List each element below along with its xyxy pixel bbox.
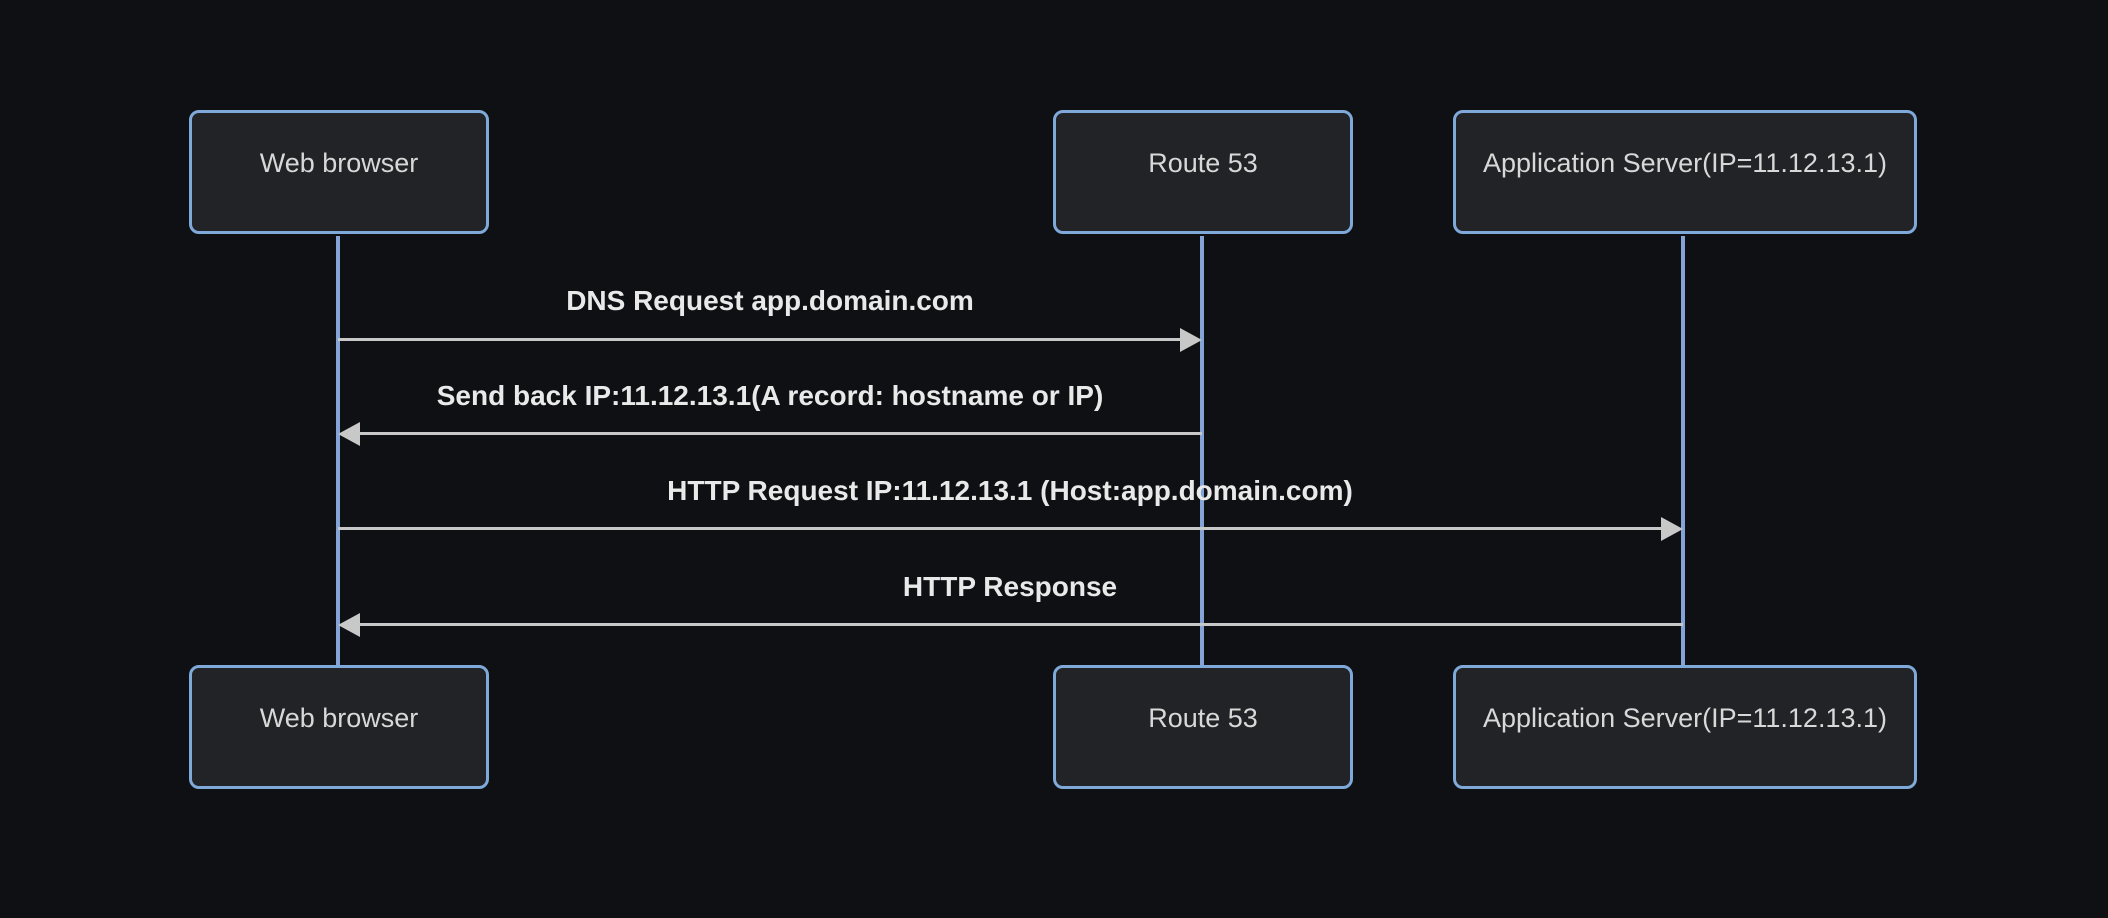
actor-box-top-route-53: Route 53 (1053, 110, 1353, 234)
lifeline-web-browser (336, 236, 340, 668)
message-label: HTTP Response (902, 571, 1118, 602)
actor-box-top-web-browser: Web browser (189, 110, 489, 234)
message-label: HTTP Request IP:11.12.13.1 (Host:app.dom… (667, 475, 1353, 506)
lifeline-app-server (1681, 236, 1685, 668)
actor-box-bottom-route-53: Route 53 (1053, 665, 1353, 789)
arrowhead-right-icon (1661, 517, 1683, 541)
message-label: DNS Request app.domain.com (566, 285, 974, 316)
actor-box-top-app-server: Application Server(IP=11.12.13.1) (1453, 110, 1917, 234)
actor-label: Application Server(IP=11.12.13.1) (1483, 147, 1887, 178)
lifeline-route-53 (1200, 236, 1204, 668)
actor-box-bottom-web-browser: Web browser (189, 665, 489, 789)
arrowhead-right-icon (1180, 328, 1202, 352)
arrowhead-left-icon (338, 613, 360, 637)
actor-label: Application Server(IP=11.12.13.1) (1483, 702, 1887, 733)
message-line (360, 432, 1202, 435)
message-line (338, 338, 1182, 341)
actor-label: Web browser (259, 147, 419, 178)
actor-label: Route 53 (1148, 702, 1258, 733)
message-line (360, 623, 1683, 626)
arrowhead-left-icon (338, 422, 360, 446)
message-label: Send back IP:11.12.13.1(A record: hostna… (436, 380, 1104, 411)
actor-label: Web browser (259, 702, 419, 733)
actor-box-bottom-app-server: Application Server(IP=11.12.13.1) (1453, 665, 1917, 789)
message-line (338, 527, 1661, 530)
actor-label: Route 53 (1148, 147, 1258, 178)
